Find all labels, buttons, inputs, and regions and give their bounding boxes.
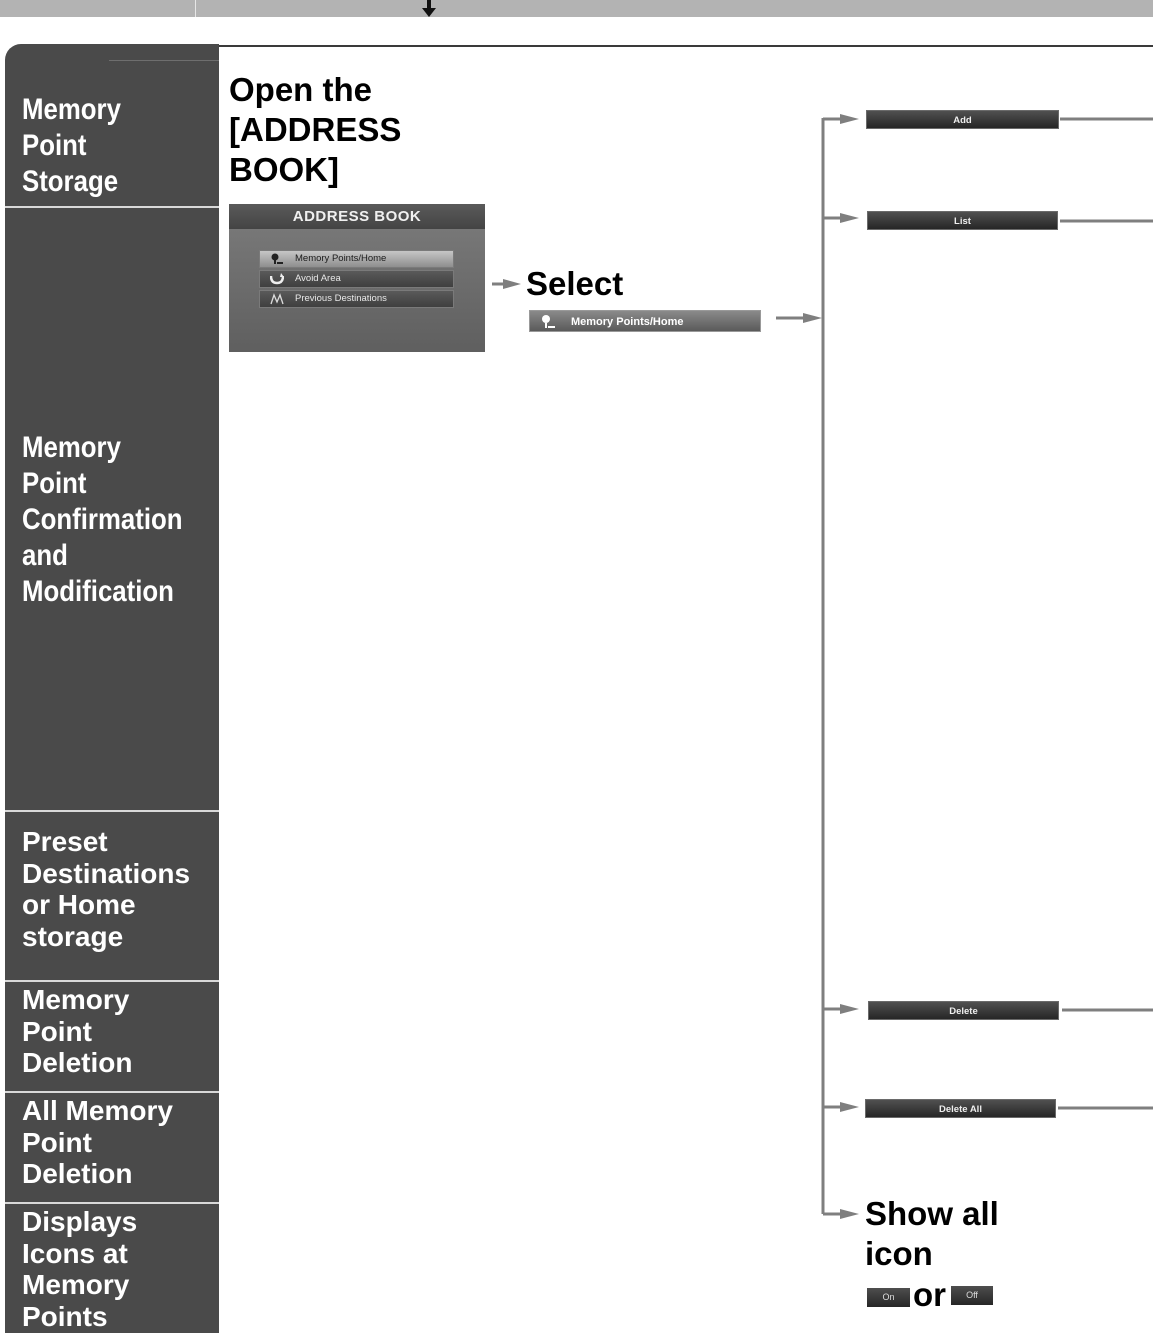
address-book-item-avoid-area[interactable]: Avoid Area (259, 270, 454, 288)
previous-destinations-icon (270, 293, 284, 305)
arrow-head (503, 279, 521, 289)
top-bar-divider (195, 0, 196, 17)
address-book-item-memory-points[interactable]: Memory Points/Home (259, 250, 454, 268)
address-book-item-label: Previous Destinations (295, 293, 387, 304)
sidebar-label: Displays Icons at Memory Points (22, 1206, 138, 1332)
address-book-item-label: Memory Points/Home (295, 253, 387, 264)
step-select: Select (526, 265, 624, 302)
arrow-head (803, 313, 822, 323)
sidebar-section-confirmation-modification: Memory Point Confirmation and Modificati… (5, 208, 219, 812)
step-show-all-icon: Show all icon (865, 1195, 999, 1272)
arrow-head (840, 1004, 859, 1014)
list-button[interactable]: List (867, 211, 1058, 230)
memory-points-home-button[interactable]: Memory Points/Home (529, 310, 761, 332)
address-book-screen: ADDRESS BOOK Memory Points/Home Avoid Ar… (229, 204, 485, 352)
address-book-item-previous-destinations[interactable]: Previous Destinations (259, 290, 454, 308)
sidebar-label: Memory Point Storage (22, 93, 121, 198)
arrow-head (840, 1102, 859, 1112)
delete-all-button[interactable]: Delete All (865, 1099, 1056, 1118)
off-button[interactable]: Off (951, 1286, 993, 1305)
avoid-area-icon (270, 273, 284, 285)
memory-points-home-label: Memory Points/Home (571, 316, 684, 328)
sidebar-label: Preset Destinations or Home storage (22, 826, 191, 952)
sidebar-label: All Memory Point Deletion (22, 1095, 173, 1189)
arrow-head (840, 213, 859, 223)
sidebar-tab-line (109, 60, 219, 61)
top-bar (0, 0, 1153, 17)
memory-point-icon (271, 253, 283, 264)
sidebar-section-memory-point-storage: Memory Point Storage (5, 44, 219, 208)
delete-button[interactable]: Delete (868, 1001, 1059, 1020)
add-button[interactable]: Add (866, 110, 1059, 129)
arrow-head (840, 1209, 859, 1219)
down-arrow-icon (422, 0, 436, 17)
sidebar-label: Memory Point Confirmation and Modificati… (22, 431, 183, 608)
sidebar-section-memory-point-deletion: Memory Point Deletion (5, 982, 219, 1093)
content-top-rule (219, 45, 1153, 47)
arrow-head (840, 114, 859, 124)
memory-point-icon (542, 315, 555, 328)
sidebar-label: Memory Point Deletion (22, 984, 133, 1078)
on-button[interactable]: On (867, 1288, 910, 1307)
sidebar-section-preset-destinations: Preset Destinations or Home storage (5, 812, 219, 982)
sidebar: Memory Point Storage Memory Point Confir… (5, 44, 219, 1333)
sidebar-section-displays-icons: Displays Icons at Memory Points (5, 1204, 219, 1333)
address-book-item-label: Avoid Area (295, 273, 341, 284)
sidebar-section-all-memory-deletion: All Memory Point Deletion (5, 1093, 219, 1204)
address-book-title: ADDRESS BOOK (229, 204, 485, 229)
or-text: or (913, 1276, 946, 1313)
step-open-address-book: Open the [ADDRESS BOOK] (229, 71, 402, 188)
